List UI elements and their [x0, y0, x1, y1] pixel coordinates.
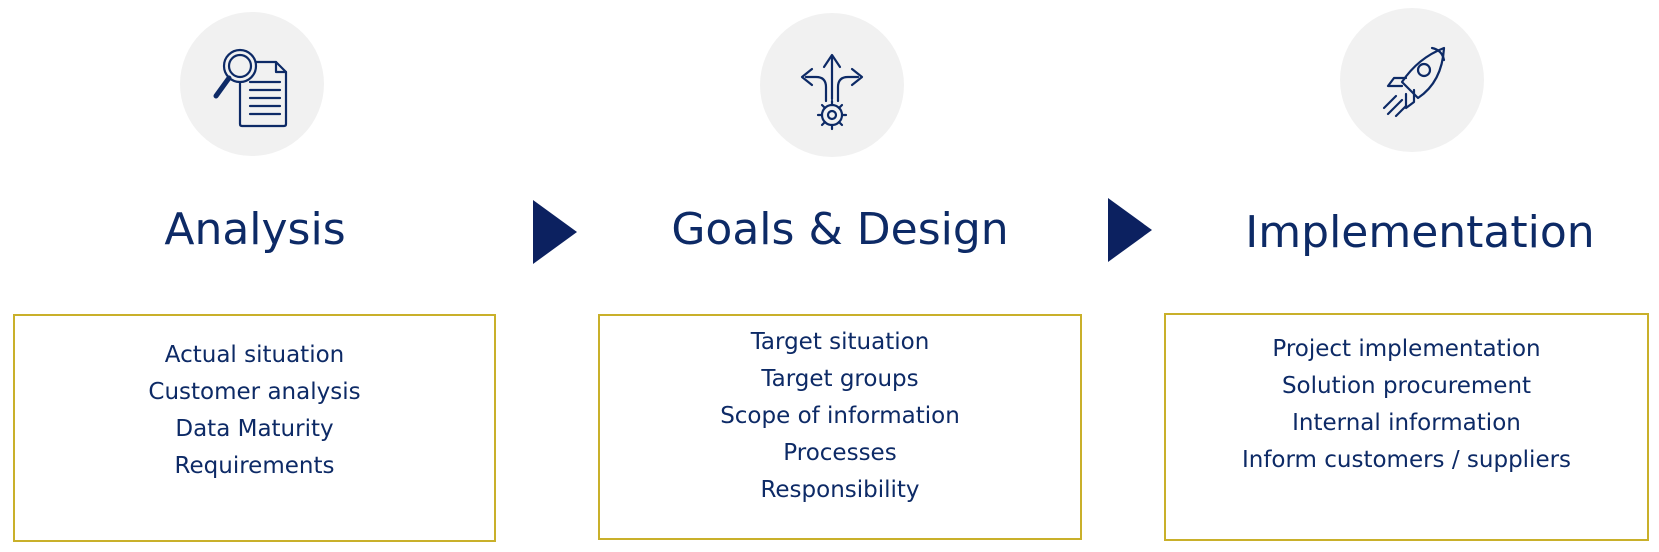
magnifier-document-icon — [213, 48, 288, 128]
analysis-icon-circle — [180, 12, 324, 156]
arrow-right-icon — [533, 200, 577, 264]
list-item: Responsibility — [760, 477, 920, 503]
list-item: Target groups — [761, 366, 919, 392]
list-item: Customer analysis — [148, 379, 361, 405]
arrows-gear-icon — [800, 53, 864, 131]
list-item: Data Maturity — [175, 416, 334, 442]
stage-title-analysis: Analysis — [164, 204, 346, 255]
list-item: Actual situation — [164, 342, 345, 368]
analysis-box: Actual situation Customer analysis Data … — [13, 314, 496, 542]
list-item: Requirements — [174, 453, 335, 479]
stage-title-implementation: Implementation — [1245, 207, 1595, 258]
list-item: Inform customers / suppliers — [1241, 447, 1572, 473]
list-item: Project implementation — [1272, 336, 1541, 362]
list-item: Scope of information — [720, 403, 960, 429]
list-item: Solution procurement — [1281, 373, 1532, 399]
stage-title-goals-design: Goals & Design — [671, 204, 1009, 255]
goals-design-box: Target situation Target groups Scope of … — [598, 314, 1082, 540]
rocket-icon — [1382, 46, 1446, 118]
list-item: Processes — [783, 440, 897, 466]
list-item: Target situation — [750, 329, 930, 355]
goals-design-icon-circle — [760, 13, 904, 157]
implementation-box: Project implementation Solution procurem… — [1164, 313, 1649, 541]
arrow-right-icon — [1108, 198, 1152, 262]
implementation-icon-circle — [1340, 8, 1484, 152]
list-item: Internal information — [1292, 410, 1521, 436]
